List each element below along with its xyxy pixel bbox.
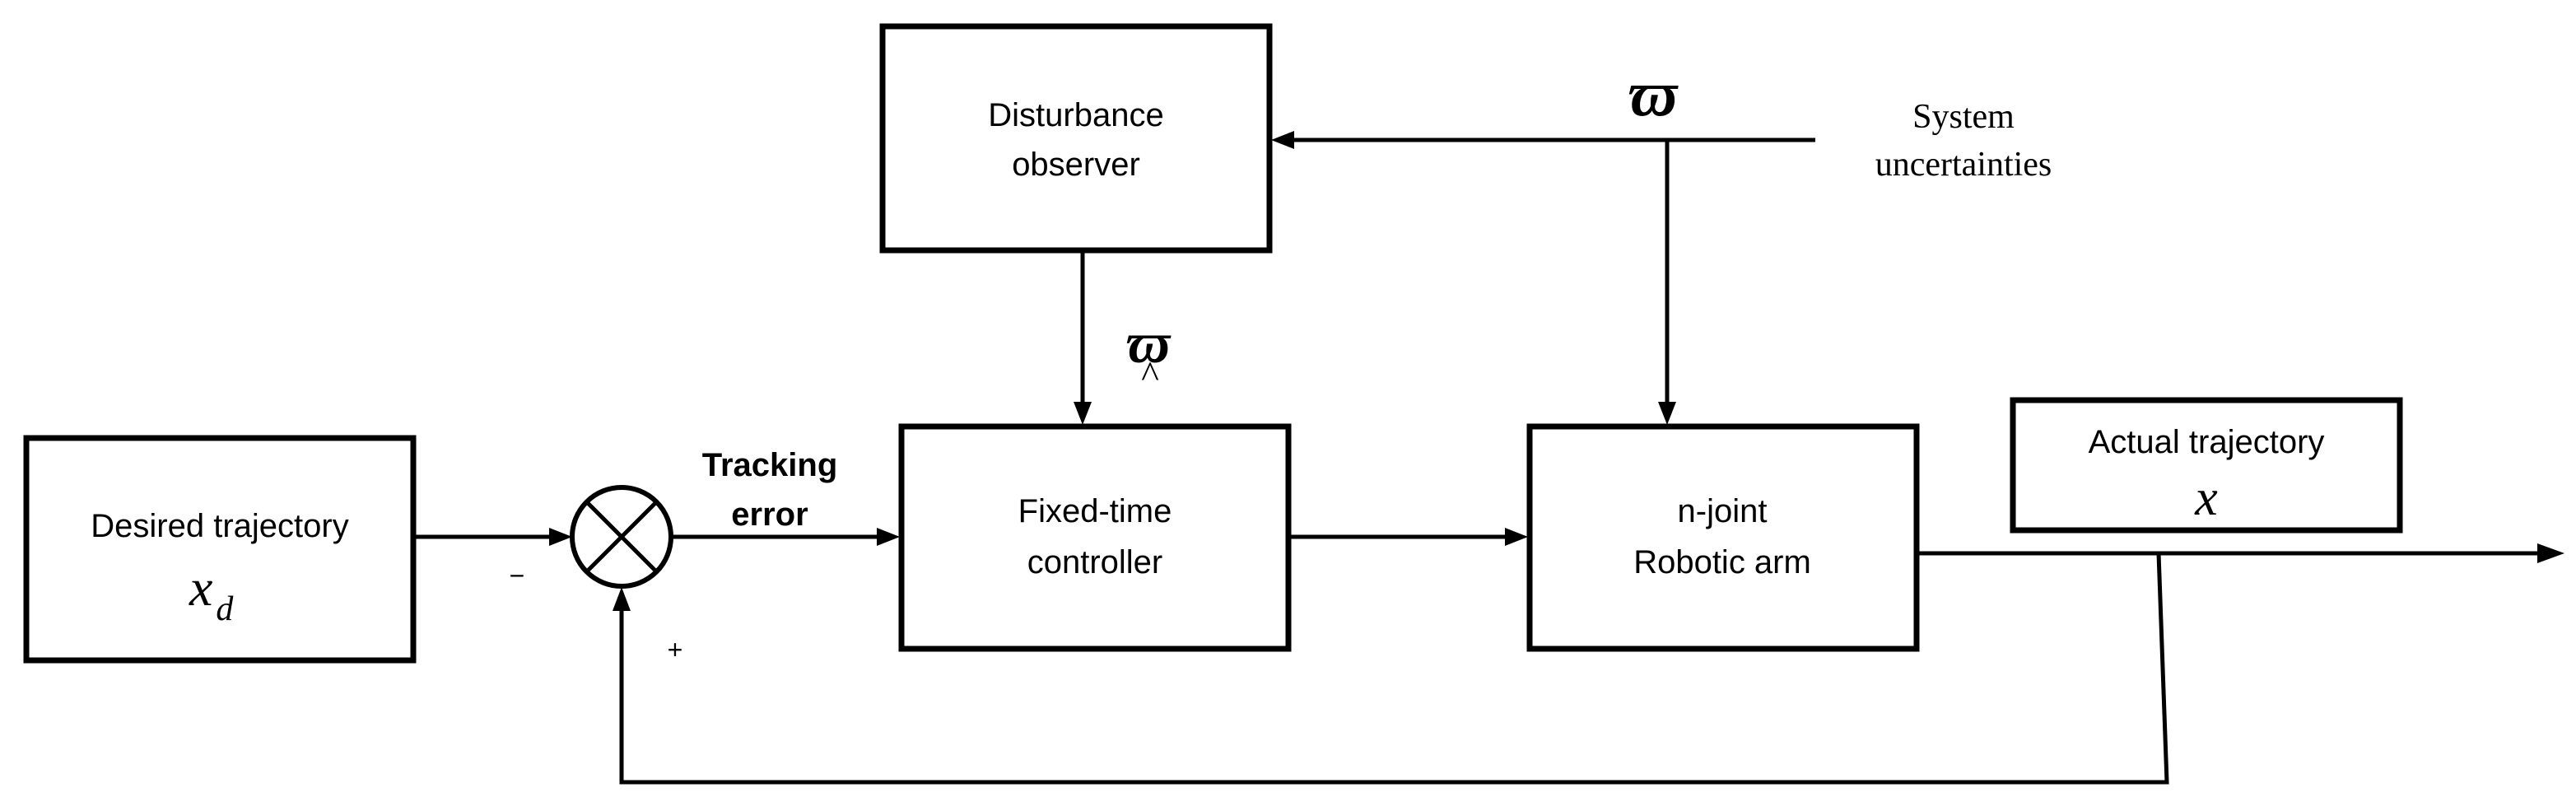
output-arrowhead: [2537, 543, 2564, 563]
robotic-arm-label-line1: n-joint: [1678, 493, 1768, 529]
disturbance-observer-label-line2: observer: [1012, 147, 1140, 183]
desired-trajectory-symbol: xd: [189, 558, 234, 628]
disturbance-symbol: ϖ: [1629, 58, 1679, 129]
controller-to-arm-arrowhead: [1505, 528, 1528, 546]
robotic-arm-label-line2: Robotic arm: [1633, 544, 1811, 580]
robotic-arm-block: [1526, 423, 1920, 652]
feedback-arrowhead: [613, 587, 631, 611]
disturbance-observer-label-line1: Disturbance: [988, 97, 1163, 133]
uncertainty-to-arm-arrowhead: [1658, 402, 1676, 425]
system-uncertainties-label-line2: uncertainties: [1875, 146, 2052, 184]
desired-to-sum-arrowhead: [549, 528, 572, 546]
observer-to-controller-arrowhead: [1074, 402, 1092, 425]
disturbance-estimate-hat: ^: [1140, 353, 1158, 395]
disturbance-observer-block: [879, 23, 1273, 254]
feedback-line: [619, 552, 2169, 785]
plus-sign: +: [668, 635, 683, 664]
actual-trajectory-symbol: x: [2194, 470, 2218, 526]
actual-trajectory-label: Actual trajectory: [2089, 424, 2325, 460]
tracking-error-label-line2: error: [731, 496, 808, 533]
desired-trajectory-block: [23, 435, 417, 664]
actual-trajectory-block: [2010, 397, 2403, 534]
system-uncertainties-label-line1: System: [1912, 98, 2015, 136]
desired-trajectory-label: Desired trajectory: [91, 508, 348, 544]
fixed-time-controller-block: [898, 423, 1292, 652]
disturbance-estimate-symbol: ϖ: [1127, 312, 1172, 375]
uncertainty-to-observer-arrowhead: [1271, 131, 1294, 149]
fixed-time-controller-label-line1: Fixed-time: [1018, 493, 1172, 529]
tracking-error-arrowhead: [877, 528, 900, 546]
minus-sign: −: [510, 561, 525, 590]
tracking-error-label-line1: Tracking: [702, 447, 838, 483]
summing-junction: [570, 485, 673, 589]
fixed-time-controller-label-line2: controller: [1027, 544, 1163, 580]
